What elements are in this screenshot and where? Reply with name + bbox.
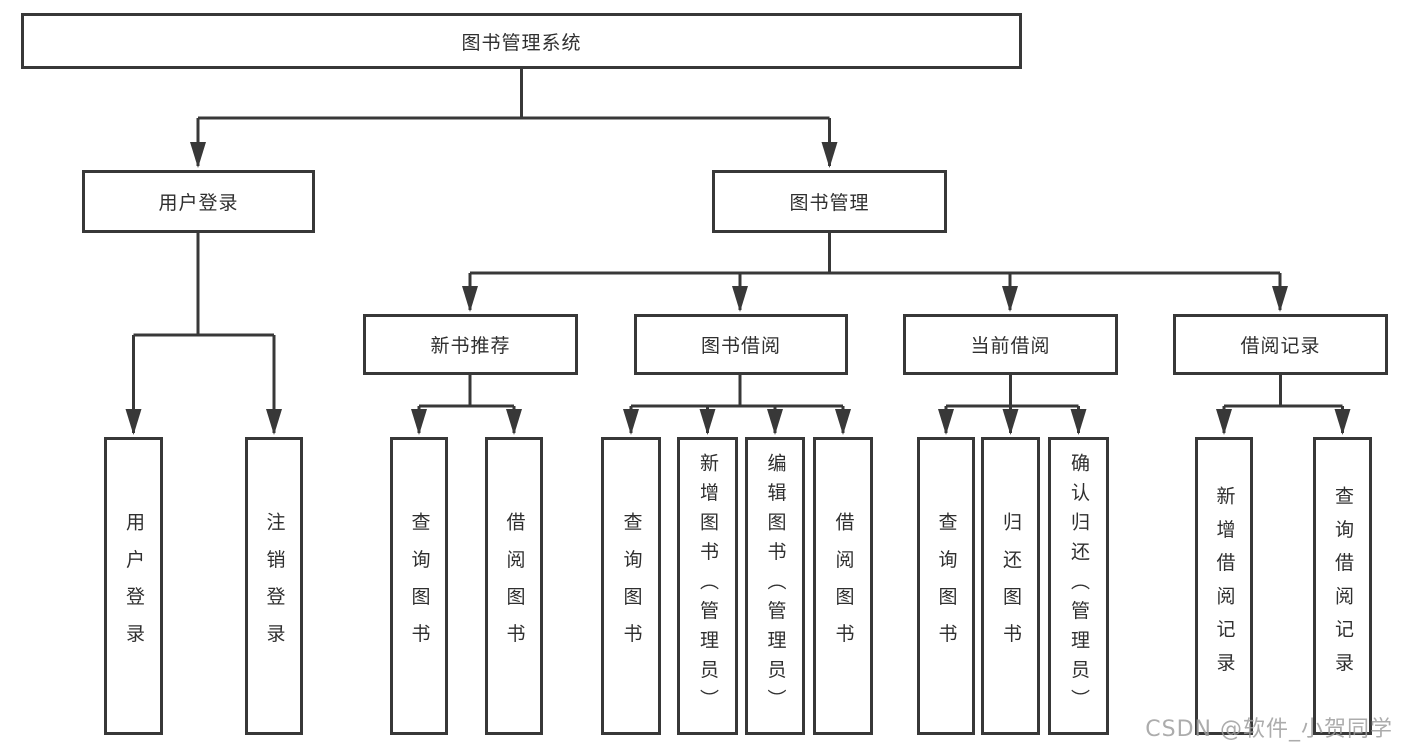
node-label: 新增借阅记录 (1213, 486, 1236, 686)
leaf-query-books-2: 查询图书 (601, 437, 661, 735)
leaf-user-login: 用户登录 (104, 437, 163, 735)
node-new-book-recommend: 新书推荐 (363, 314, 578, 375)
leaf-add-borrow-record: 新增借阅记录 (1195, 437, 1253, 735)
node-label: 当前借阅 (970, 335, 1051, 357)
leaf-confirm-return-admin: 确认归还（管理员） (1048, 437, 1109, 735)
node-label: 查询借阅记录 (1332, 486, 1354, 686)
leaf-edit-book-admin: 编辑图书（管理员） (745, 437, 805, 735)
node-label: 用户登录 (158, 192, 239, 214)
leaf-query-books-3: 查询图书 (917, 437, 975, 735)
node-label: 用户登录 (123, 511, 145, 661)
leaf-borrow-books-1: 借阅图书 (485, 437, 543, 735)
leaf-logout: 注销登录 (245, 437, 303, 735)
node-label: 注销登录 (263, 511, 286, 661)
leaf-return-book: 归还图书 (981, 437, 1040, 735)
node-current-borrowing: 当前借阅 (903, 314, 1118, 375)
node-label: 查询图书 (408, 511, 431, 661)
node-root-library-system: 图书管理系统 (21, 13, 1022, 69)
node-label: 编辑图书（管理员） (764, 453, 787, 719)
leaf-add-book-admin: 新增图书（管理员） (677, 437, 738, 735)
node-label: 查询图书 (620, 511, 643, 661)
leaf-borrow-books-2: 借阅图书 (813, 437, 873, 735)
node-label: 借阅图书 (503, 511, 526, 661)
leaf-query-borrow-record: 查询借阅记录 (1313, 437, 1372, 735)
node-label: 归还图书 (1000, 511, 1022, 661)
node-label: 查询图书 (935, 511, 958, 661)
node-book-management: 图书管理 (712, 170, 947, 233)
node-user-login: 用户登录 (82, 170, 315, 233)
node-label: 图书管理 (789, 192, 870, 214)
node-label: 借阅图书 (832, 511, 855, 661)
node-label: 新增图书（管理员） (697, 453, 719, 719)
node-label: 借阅记录 (1240, 335, 1321, 357)
node-label: 确认归还（管理员） (1068, 453, 1090, 719)
node-book-borrowing: 图书借阅 (634, 314, 848, 375)
node-borrow-records: 借阅记录 (1173, 314, 1388, 375)
node-label: 图书借阅 (700, 335, 781, 357)
leaf-query-books-1: 查询图书 (390, 437, 448, 735)
node-label: 图书管理系统 (461, 31, 582, 54)
node-label: 新书推荐 (430, 335, 511, 357)
csdn-watermark: CSDN @软件_小贺同学 (1145, 717, 1393, 742)
